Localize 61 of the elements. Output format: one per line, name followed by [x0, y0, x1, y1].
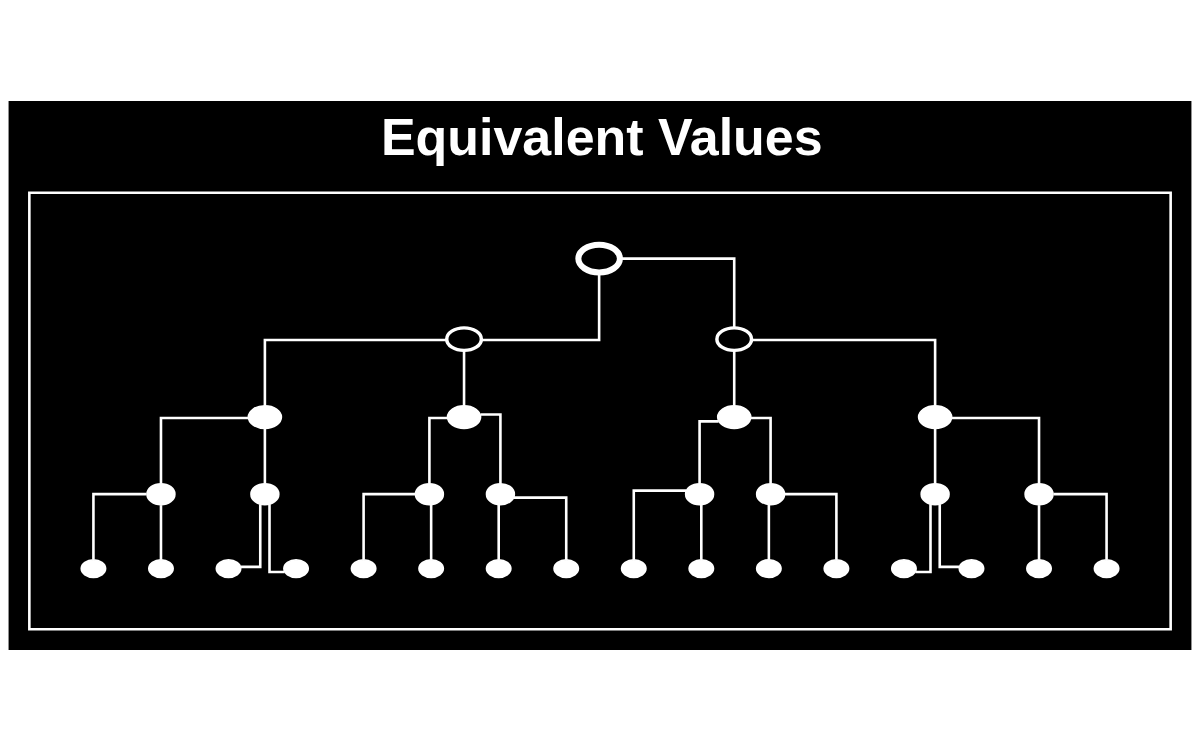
connector — [752, 338, 937, 406]
node-circle — [215, 558, 242, 578]
node-circle — [553, 558, 580, 578]
connector — [268, 503, 285, 573]
node-circle — [958, 558, 985, 578]
node-circle — [148, 558, 174, 578]
connector — [951, 416, 1041, 484]
node-circle — [350, 558, 377, 578]
node-circle — [247, 404, 283, 429]
connector — [1037, 504, 1041, 560]
node-circle — [445, 325, 484, 352]
node-circle — [80, 558, 107, 578]
node-circle — [755, 482, 786, 505]
node-circle — [418, 558, 445, 578]
node-circle — [823, 558, 850, 578]
connector — [481, 272, 601, 341]
node-circle — [890, 558, 917, 578]
node-circle — [250, 482, 280, 505]
connector — [767, 504, 771, 560]
node-circle — [755, 558, 782, 578]
connector — [263, 338, 447, 406]
connector — [480, 412, 502, 484]
connector — [933, 427, 937, 484]
node-circle — [688, 558, 715, 578]
node-circle — [1093, 558, 1120, 578]
connector — [497, 504, 500, 560]
connector — [784, 492, 838, 559]
node-circle — [1026, 558, 1052, 578]
node-circle — [485, 482, 516, 505]
node-circle — [414, 482, 445, 505]
node-circle — [1024, 482, 1054, 505]
node-circle — [920, 482, 950, 505]
node-circle — [485, 558, 512, 578]
connector — [513, 495, 568, 560]
connector — [750, 416, 772, 484]
node-circle — [684, 482, 715, 505]
node-circle — [575, 241, 623, 275]
connector — [263, 427, 267, 484]
node-circle — [146, 482, 176, 505]
connector — [92, 492, 147, 559]
connector — [700, 504, 703, 560]
node-circle — [620, 558, 647, 578]
connector — [159, 504, 163, 560]
node-circle — [283, 558, 310, 578]
node-circle — [917, 404, 953, 429]
connector — [732, 350, 736, 405]
connector — [159, 416, 249, 484]
diagram-title: Equivalent Values — [380, 107, 823, 166]
node-circle — [715, 325, 754, 352]
connector — [1053, 492, 1108, 559]
connector — [632, 488, 687, 560]
cluster — [28, 191, 1172, 630]
node-circle — [446, 404, 482, 429]
connector — [462, 350, 466, 405]
connector — [698, 419, 719, 483]
node-circle — [716, 404, 752, 429]
connector — [428, 416, 448, 484]
connector — [362, 492, 416, 559]
connector — [429, 504, 433, 560]
connector — [620, 256, 736, 327]
connector — [915, 503, 932, 573]
